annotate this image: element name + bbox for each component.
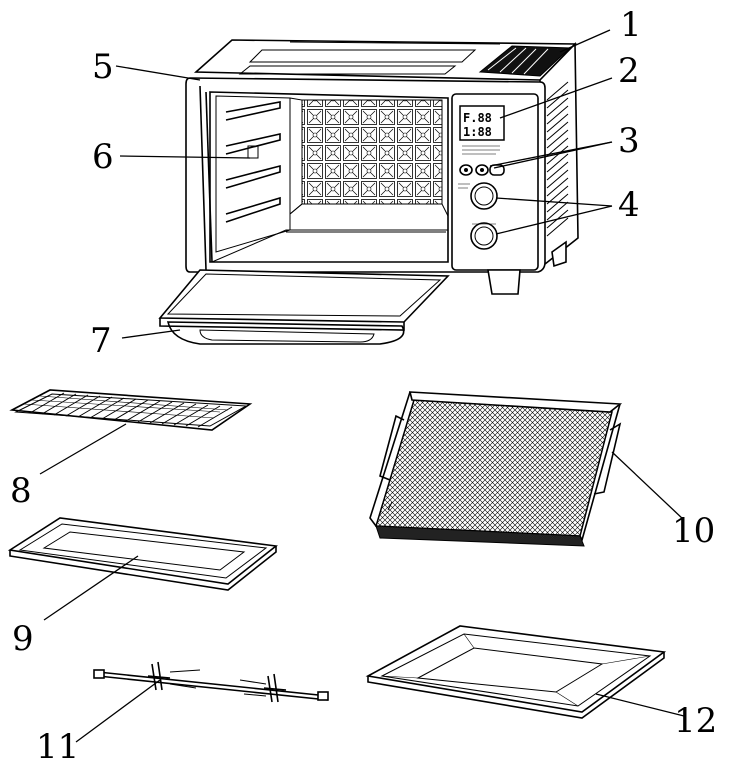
callout-9: 9 — [12, 619, 34, 659]
air-fry-basket — [369, 391, 623, 547]
callout-2: 2 — [618, 51, 640, 91]
display-line-1: F.88 — [463, 111, 492, 125]
callout-7: 7 — [90, 321, 112, 361]
callout-6: 6 — [92, 137, 114, 177]
function-buttons[interactable] — [459, 164, 505, 176]
callout-12: 12 — [674, 701, 717, 741]
callout-11: 11 — [36, 727, 79, 766]
bake-tray — [365, 625, 667, 719]
upper-control-knob[interactable] — [470, 182, 498, 210]
callout-3: 3 — [618, 121, 640, 161]
rear-grid-panel — [301, 99, 443, 205]
callout-5: 5 — [92, 47, 114, 87]
leader-lines — [39, 29, 685, 743]
wire-rack — [9, 389, 253, 431]
lcd-display — [459, 105, 505, 141]
callout-numbers: 1 2 3 4 5 6 7 8 9 10 11 12 — [10, 5, 717, 766]
display-line-2: 1:88 — [463, 125, 492, 139]
callout-10: 10 — [672, 511, 715, 551]
callout-8: 8 — [10, 471, 32, 511]
baking-pan — [7, 517, 278, 591]
callout-1: 1 — [620, 5, 642, 45]
toaster-oven: F.88 1:88 — [185, 39, 579, 295]
rotisserie-spit — [93, 661, 329, 703]
callout-4: 4 — [618, 185, 640, 225]
lower-control-knob[interactable] — [470, 222, 498, 250]
oven-door — [158, 269, 450, 345]
